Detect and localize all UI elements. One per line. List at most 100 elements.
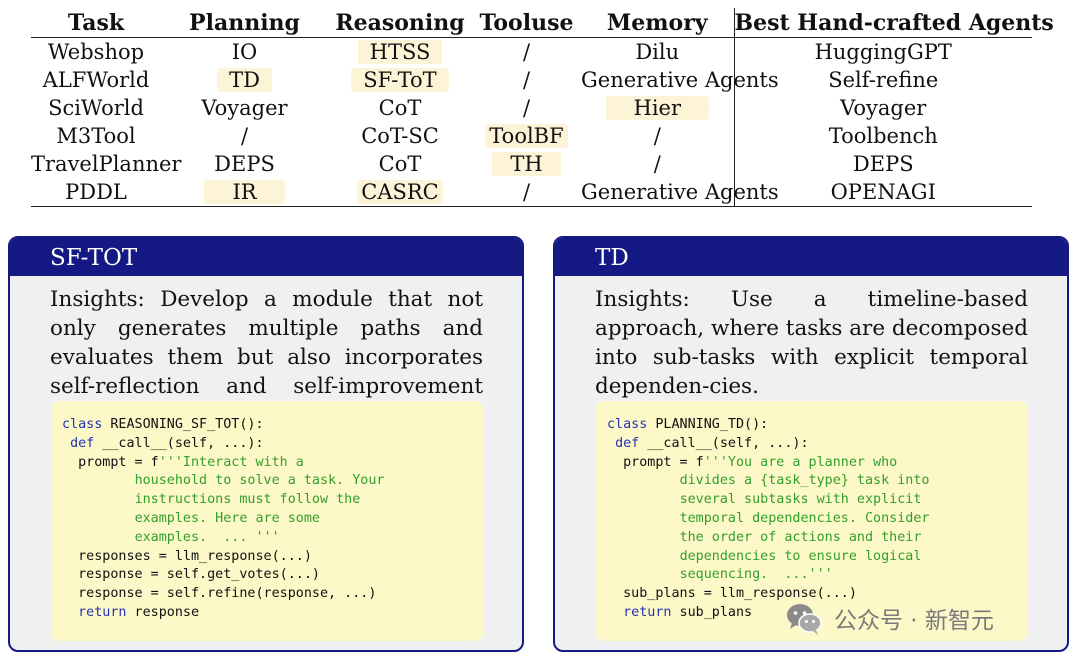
cell-tooluse: / — [522, 68, 531, 92]
cell-reasoning: CASRC — [328, 178, 472, 207]
cell-memory: / — [653, 124, 661, 148]
cell-best: DEPS — [733, 150, 1032, 178]
code-line: sub_plans = llm_response(...) — [623, 586, 857, 602]
code-line: def __call__(self, ...): — [615, 435, 809, 451]
table-header-row: Task Planning Reasoning Tooluse Memory B… — [31, 8, 1054, 38]
cell-reasoning: HTSS — [328, 38, 472, 67]
code-string: divides a {task_type} task into — [679, 473, 930, 489]
code-line: response = self.get_votes(...) — [78, 567, 320, 583]
cell-highlight: SF-ToT — [351, 68, 449, 92]
cell-tooluse: / — [522, 96, 531, 120]
code-string: several subtasks with explicit — [679, 492, 922, 508]
code-keyword: return — [623, 604, 672, 620]
code-string: the order of actions and their — [679, 529, 922, 545]
cell-best: Toolbench — [733, 122, 1032, 150]
td-card: TD Insights: Use a timeline-based approa… — [553, 236, 1069, 652]
cell-highlight: Hier — [605, 96, 709, 120]
code-string: instructions must follow the — [134, 492, 361, 508]
code-string: '''Interact with a — [158, 454, 304, 470]
cell-best: Voyager — [733, 94, 1032, 122]
cell-best: Self-refine — [733, 66, 1032, 94]
code-line: household to solve a task. Your — [51, 472, 483, 491]
cell-planning: IR — [161, 178, 328, 207]
cell-memory: Generative Agents — [581, 68, 779, 92]
cell-highlight: TH — [492, 152, 561, 176]
table-row: PDDL IR CASRC / Generative Agents OPENAG… — [31, 178, 1032, 207]
table-row: TravelPlanner DEPS CoT TH / DEPS — [31, 150, 1032, 178]
code-line: examples. Here are some — [51, 510, 483, 529]
table-row: Webshop IO HTSS / Dilu HuggingGPT — [31, 37, 1032, 67]
code-line: prompt = f'''You are a planner who — [623, 454, 898, 470]
code-string: examples. ... ''' — [134, 529, 280, 545]
code-line: dependencies to ensure logical — [596, 548, 1028, 567]
cell-tooluse: / — [522, 40, 531, 64]
code-line: several subtasks with explicit — [596, 491, 1028, 510]
code-keyword: def — [70, 435, 95, 451]
card-title: TD — [555, 238, 1067, 276]
cell-task: ALFWorld — [42, 68, 150, 92]
results-table: Task Planning Reasoning Tooluse Memory B… — [31, 8, 1054, 207]
code-string: temporal dependencies. Consider — [679, 510, 930, 526]
cell-planning: Voyager — [201, 96, 288, 120]
cell-tooluse: TH — [472, 150, 581, 178]
code-string: '''You are a planner who — [703, 454, 898, 470]
card-title: SF-TOT — [10, 238, 522, 276]
code-line: response = self.refine(response, ...) — [78, 586, 377, 602]
watermark: 公众号 · 新智元 — [784, 598, 994, 638]
code-keyword: return — [78, 604, 127, 620]
cell-planning: DEPS — [214, 152, 275, 176]
code-block: class REASONING_SF_TOT(): def __call__(s… — [51, 401, 483, 641]
cell-planning: / — [240, 124, 249, 148]
code-keyword: class — [607, 417, 648, 432]
table-row: SciWorld Voyager CoT / Hier Voyager — [31, 94, 1032, 122]
code-line: sequencing. ...''' — [596, 566, 1028, 585]
cell-task: TravelPlanner — [31, 152, 182, 176]
header-planning: Planning — [161, 8, 328, 38]
cell-tooluse: ToolBF — [472, 122, 581, 150]
header-reasoning: Reasoning — [328, 8, 472, 38]
table-row: M3Tool / CoT-SC ToolBF / Toolbench — [31, 122, 1032, 150]
code-line: def __call__(self, ...): — [70, 435, 264, 451]
cell-best: OPENAGI — [733, 178, 1032, 207]
code-block: class PLANNING_TD(): def __call__(self, … — [596, 401, 1028, 641]
cell-planning: TD — [161, 66, 328, 94]
code-line: return sub_plans — [623, 604, 753, 620]
code-line: responses = llm_response(...) — [78, 548, 312, 564]
header-tooluse: Tooluse — [472, 8, 581, 38]
cell-best: HuggingGPT — [733, 37, 1032, 66]
code-line: examples. ... ''' — [51, 529, 483, 548]
cell-memory: Hier — [581, 94, 734, 122]
cell-highlight: ToolBF — [485, 124, 568, 148]
code-line: temporal dependencies. Consider — [596, 510, 1028, 529]
header-best-agents: Best Hand-crafted Agents — [733, 8, 1054, 38]
cell-task: M3Tool — [56, 124, 136, 148]
cell-task: SciWorld — [48, 96, 144, 120]
cell-memory: Generative Agents — [581, 178, 779, 207]
code-line: instructions must follow the — [51, 491, 483, 510]
cell-task: PDDL — [31, 178, 161, 207]
code-keyword: def — [615, 435, 640, 451]
cell-tooluse: / — [472, 178, 581, 207]
code-line: prompt = f'''Interact with a — [78, 454, 304, 470]
code-line: class PLANNING_TD(): — [607, 417, 769, 432]
cell-reasoning: CoT-SC — [361, 124, 439, 148]
cell-highlight: IR — [204, 180, 285, 204]
cell-reasoning: CoT — [378, 152, 422, 176]
header-task: Task — [31, 8, 161, 38]
code-line: return response — [78, 604, 200, 620]
cell-reasoning: CoT — [378, 96, 422, 120]
table-row: ALFWorld TD SF-ToT / Generative Agents S… — [31, 66, 1032, 94]
cell-highlight: HTSS — [357, 40, 443, 64]
cell-memory: Dilu — [635, 40, 680, 64]
wechat-icon — [787, 604, 822, 635]
cell-task: Webshop — [47, 40, 145, 64]
code-string: examples. Here are some — [134, 510, 320, 526]
sf-tot-card: SF-TOT Insights: Develop a module that n… — [8, 236, 524, 652]
cell-memory: / — [653, 152, 661, 176]
cell-reasoning: SF-ToT — [328, 66, 472, 94]
cell-planning: IO — [231, 40, 258, 64]
watermark-text: 公众号 · 新智元 — [834, 608, 994, 634]
code-string: household to solve a task. Your — [134, 473, 385, 489]
card-insight: Insights: Use a timeline-based approach,… — [595, 287, 1028, 399]
cell-highlight: CASRC — [357, 180, 443, 204]
